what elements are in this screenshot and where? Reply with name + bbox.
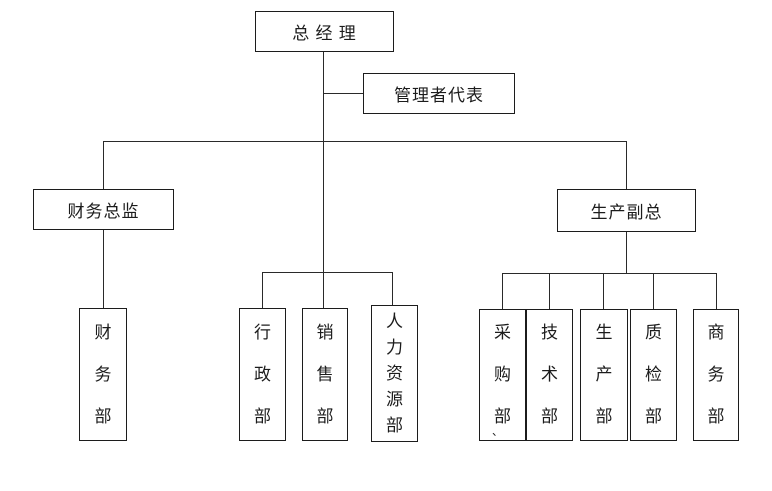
node-production-vp-label: 生产副总 bbox=[590, 203, 663, 222]
connector-business-drop bbox=[716, 273, 717, 309]
node-qc-dept-label: 质 检 部 bbox=[645, 323, 662, 426]
connector-procurement-drop bbox=[502, 273, 503, 309]
connector-hr-dept-drop bbox=[392, 272, 393, 305]
node-production-vp: 生产副总 bbox=[557, 189, 696, 232]
node-finance-director: 财务总监 bbox=[33, 189, 174, 230]
procurement-stray-mark: 、 bbox=[492, 426, 503, 438]
node-tech-dept-label: 技 术 部 bbox=[541, 323, 558, 426]
node-production-dept-label: 生 产 部 bbox=[595, 323, 613, 426]
node-general-manager: 总 经 理 bbox=[255, 11, 394, 52]
connector-trunk-vertical bbox=[323, 51, 324, 308]
connector-main-horizontal bbox=[103, 141, 627, 142]
node-general-manager-label: 总 经 理 bbox=[292, 24, 357, 43]
connector-finance-director-drop bbox=[103, 141, 104, 189]
connector-management-rep bbox=[323, 93, 363, 94]
connector-tech-drop bbox=[549, 273, 550, 309]
node-admin-dept-label: 行 政 部 bbox=[254, 322, 271, 426]
node-management-representative: 管理者代表 bbox=[363, 73, 515, 114]
node-procurement-dept-label: 采 购 部 bbox=[494, 323, 511, 426]
connector-right-horizontal bbox=[502, 273, 717, 274]
node-procurement-dept: 采 购 部 、 bbox=[479, 309, 526, 441]
node-finance-dept: 财 务 部 bbox=[79, 308, 127, 441]
node-production-dept: 生 产 部 bbox=[580, 309, 628, 441]
node-finance-director-label: 财务总监 bbox=[67, 202, 140, 221]
connector-middle-horizontal bbox=[262, 272, 393, 273]
node-hr-dept-label: 人 力 资 源 部 bbox=[386, 311, 403, 435]
node-hr-dept: 人 力 资 源 部 bbox=[371, 305, 418, 442]
connector-production-dept-drop bbox=[603, 273, 604, 309]
connector-production-vp-drop bbox=[626, 141, 627, 189]
node-sales-dept-label: 销 售 部 bbox=[316, 322, 334, 426]
connector-qc-drop bbox=[653, 273, 654, 309]
connector-finance-dept-drop bbox=[103, 229, 104, 308]
connector-vp-trunk-drop bbox=[626, 231, 627, 273]
node-tech-dept: 技 术 部 bbox=[526, 309, 573, 441]
node-business-dept: 商 务 部 bbox=[693, 309, 739, 441]
node-qc-dept: 质 检 部 bbox=[630, 309, 677, 441]
node-business-dept-label: 商 务 部 bbox=[707, 323, 725, 426]
node-admin-dept: 行 政 部 bbox=[239, 308, 286, 441]
node-sales-dept: 销 售 部 bbox=[302, 308, 348, 441]
node-finance-dept-label: 财 务 部 bbox=[94, 322, 112, 426]
connector-admin-dept-drop bbox=[262, 272, 263, 308]
node-management-representative-label: 管理者代表 bbox=[394, 86, 484, 105]
